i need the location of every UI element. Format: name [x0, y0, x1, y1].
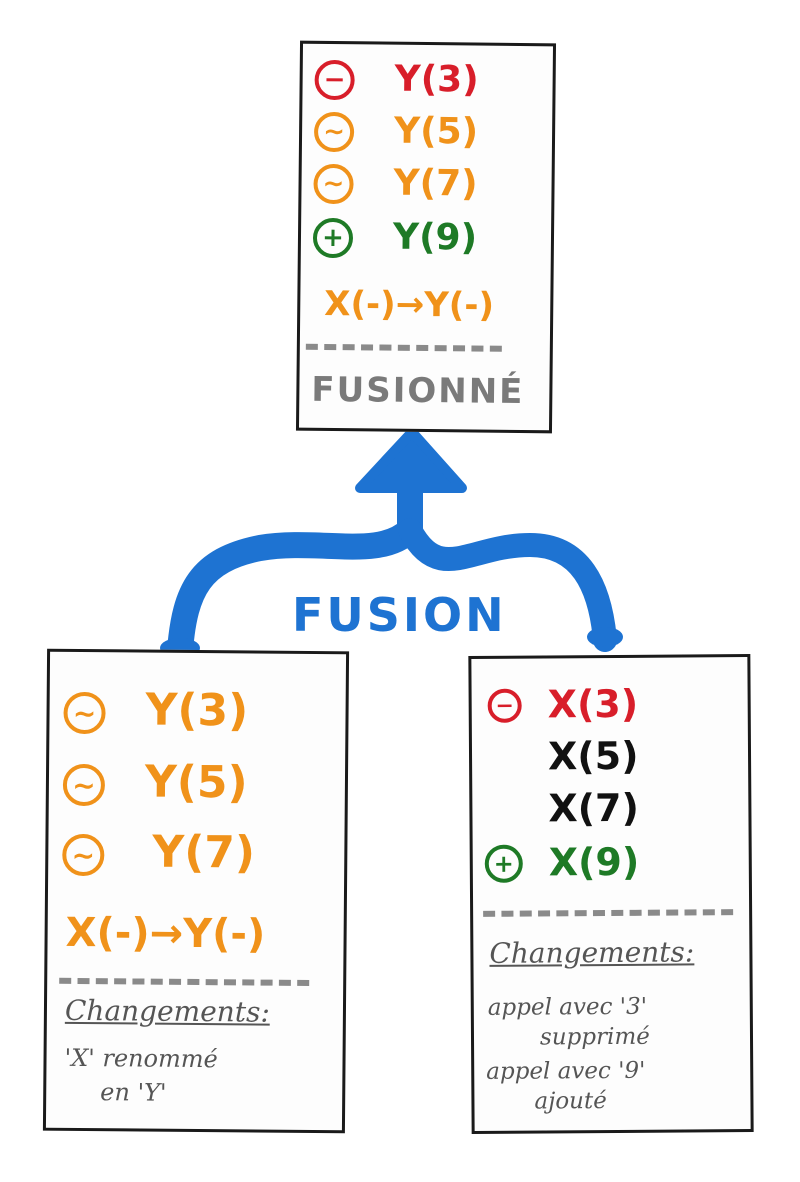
merged-rename: X(-)→Y(-)	[324, 283, 495, 326]
tilde-circle-icon: ~	[313, 111, 355, 153]
left-item-label: Y(3)	[145, 684, 249, 737]
right-item-label: X(3)	[547, 681, 639, 727]
right-item: X(5)	[471, 657, 747, 779]
merged-item: ~ Y(7)	[303, 44, 553, 205]
merged-card: − Y(3) ~ Y(5) ~ Y(7) + Y(9) X(-)→Y(-) FU…	[295, 40, 557, 434]
tilde-circle-icon: ~	[63, 691, 106, 735]
merged-item-label: Y(5)	[393, 110, 479, 153]
merged-item-label: Y(9)	[392, 216, 478, 259]
fusion-label: FUSION	[292, 588, 507, 642]
tilde-circle-icon: ~	[62, 833, 105, 877]
right-divider	[483, 909, 734, 917]
tilde-circle-icon: ~	[313, 163, 354, 205]
merged-divider	[305, 343, 502, 352]
merged-item-label: Y(7)	[393, 162, 478, 205]
left-change-line: en 'Y'	[100, 1078, 167, 1107]
left-item: ~ Y(7)	[50, 652, 346, 879]
right-item-label: X(9)	[548, 839, 640, 885]
right-item: + X(9)	[471, 657, 747, 884]
left-item: ~ Y(5)	[50, 652, 346, 808]
minus-circle-icon: −	[314, 59, 355, 101]
merged-item-label: Y(3)	[394, 58, 479, 101]
plus-circle-icon: +	[484, 844, 523, 883]
left-item-label: Y(5)	[144, 756, 248, 809]
merged-item: ~ Y(5)	[303, 44, 553, 153]
left-card: ~ Y(3) ~ Y(5) ~ Y(7) X(-)→Y(-) Changemen…	[42, 648, 350, 1134]
merged-item: − Y(3)	[303, 44, 553, 101]
merged-title: FUSIONNÉ	[311, 369, 525, 413]
left-item-label: Y(7)	[152, 826, 256, 879]
right-item: − X(3)	[471, 657, 747, 726]
right-card: − X(3) X(5) X(7) + X(9) Changements: app…	[468, 654, 754, 1134]
right-change-line: appel avec '9'	[486, 1057, 646, 1085]
right-changes-title: Changements:	[489, 935, 695, 970]
right-item-label: X(5)	[547, 733, 639, 779]
minus-circle-icon: −	[487, 688, 522, 723]
right-change-line: ajouté	[534, 1088, 607, 1115]
merged-item: + Y(9)	[303, 44, 553, 259]
left-changes-title: Changements:	[64, 993, 270, 1029]
left-divider	[59, 977, 310, 986]
right-change-line: supprimé	[539, 1023, 650, 1051]
right-item: X(7)	[471, 657, 747, 831]
right-change-line: appel avec '3'	[487, 993, 648, 1021]
left-change-line: 'X' renommé	[64, 1043, 218, 1074]
left-item: ~ Y(3)	[50, 652, 346, 736]
plus-circle-icon: +	[312, 217, 354, 259]
left-rename: X(-)→Y(-)	[65, 909, 266, 958]
tilde-circle-icon: ~	[62, 763, 106, 807]
right-item-label: X(7)	[548, 785, 640, 831]
